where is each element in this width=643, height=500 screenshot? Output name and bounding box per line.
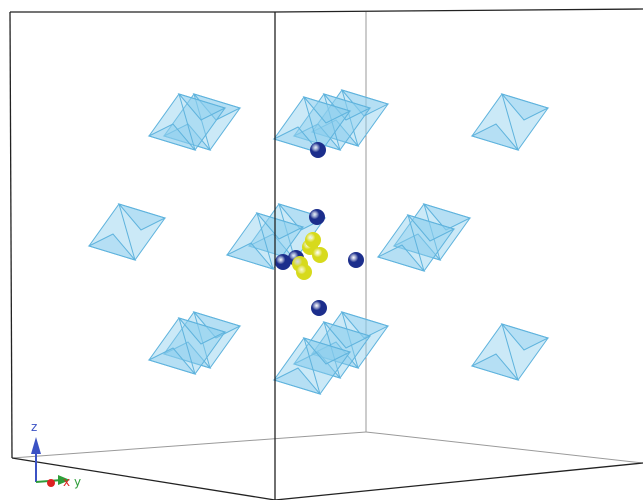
octahedron [87,203,167,261]
octahedron-face [255,212,305,240]
octahedron-face [406,214,456,242]
z-axis-arrow-icon [31,437,41,454]
y-axis-arrow-icon [58,475,70,485]
octahedron-face [177,317,227,345]
octahedron-edge [118,203,136,261]
octahedron-face [500,93,550,121]
octahedron [147,317,227,375]
octahedron-face [192,311,242,339]
octahedron [225,212,305,270]
octahedron [470,323,550,381]
blue-atom [348,252,364,268]
x-axis-label: x [63,475,70,489]
octahedron-face [302,337,352,365]
octahedron-face [192,93,242,121]
blue-atom [311,300,327,316]
octahedron-face [292,351,342,379]
octahedron-face [162,123,212,151]
octahedron-face [177,93,227,121]
y-axis-label: y [74,475,81,489]
cell-edge-left-vertical [9,11,13,459]
octahedron [292,321,372,379]
octahedron-edge [323,321,341,379]
octahedron-face [376,244,426,272]
octahedron-face [322,321,372,349]
octahedron-edge [278,203,296,261]
octahedron-face [272,367,322,395]
octahedron-edge [193,93,211,151]
octahedron-face [147,123,197,151]
octahedron [376,214,456,272]
octahedron-edge [341,311,359,369]
octahedron-face [422,203,472,231]
octahedron-edge [178,93,196,151]
yellow-atom [312,247,328,263]
atoms-layer [275,142,364,316]
orientation-axes: z x y [31,420,81,489]
octahedron-face [225,242,275,270]
octahedron-face [87,233,137,261]
blue-atom [309,209,325,225]
octahedron-edge [501,323,519,381]
octahedron-edge [303,337,321,395]
octahedron-edge [501,93,519,151]
octahedron-edge [323,93,341,151]
cell-edge-front-bottom-left [11,457,276,500]
octahedron-face [162,341,212,369]
octahedron [147,93,227,151]
octahedron [470,93,550,151]
cell-edge-back-bottom-left [11,431,367,459]
octahedron-edge [423,203,441,261]
x-axis-dot-icon [47,479,55,487]
octahedron-face [117,203,167,231]
octahedron-face [272,126,322,154]
blue-atom [275,254,291,270]
octahedron-face [322,93,372,121]
yellow-atom [305,232,321,248]
octahedron [162,311,242,369]
octahedron-face [470,353,520,381]
octahedron-face [302,96,352,124]
unit-cell-back-edges [11,12,643,464]
octahedron-edge [178,317,196,375]
octahedra-layer [87,89,550,395]
cell-edge-top-right [274,8,643,13]
octahedron-face [500,323,550,351]
octahedron [310,311,390,369]
yellow-atom [296,264,312,280]
octahedron [292,93,372,151]
octahedron-face [147,347,197,375]
unit-cell-front-edges [9,8,643,500]
octahedron-edge [193,311,211,369]
z-axis-label: z [31,420,37,434]
cell-edge-back-bottom-right [365,431,643,464]
octahedron-face [340,311,390,339]
octahedron-edge [256,212,274,270]
octahedron-face [470,123,520,151]
octahedron-edge [407,214,425,272]
blue-atom [310,142,326,158]
octahedron [272,337,352,395]
cell-edge-front-bottom-right [274,462,643,500]
